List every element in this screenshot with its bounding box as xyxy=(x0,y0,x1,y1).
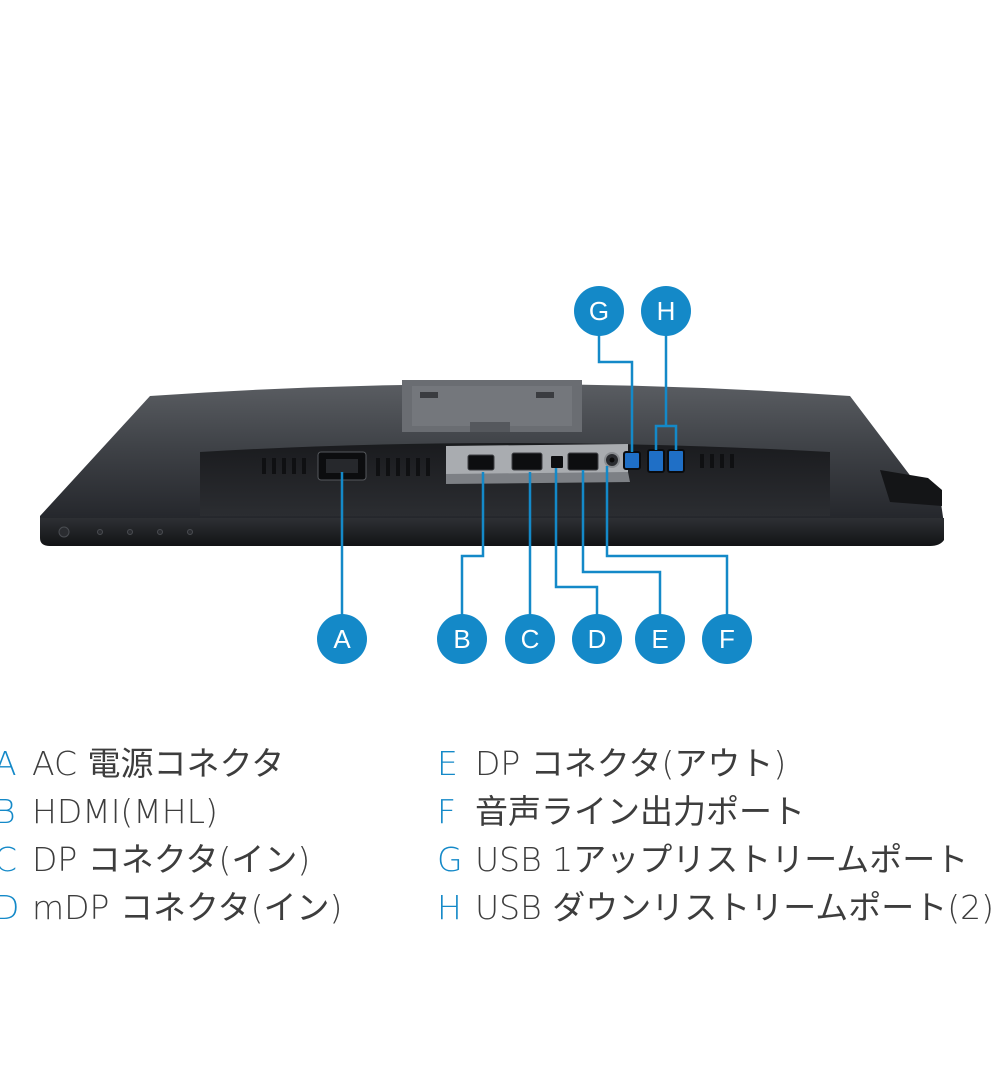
legend-column-right: E DP コネクタ(アウト) F 音声ライン出力ポート G USB 1アップリストリー… xyxy=(437,740,994,932)
leader-lines xyxy=(340,334,729,624)
legend-description: HDMI(MHL) xyxy=(32,792,218,831)
callout-f-label: F xyxy=(719,624,735,654)
callout-f-badge: F xyxy=(702,614,752,664)
legend-letter: D xyxy=(0,888,20,927)
callout-c-badge: C xyxy=(505,614,555,664)
legend-item-c: C DP コネクタ(イン) xyxy=(0,836,342,884)
legend-description: 音声ライン出力ポート xyxy=(475,792,805,831)
legend-letter: F xyxy=(437,792,456,831)
legend-letter: A xyxy=(0,744,17,783)
callout-a-label: A xyxy=(333,624,351,654)
callout-badges: A B C D E F G H xyxy=(317,286,752,664)
legend-item-e: E DP コネクタ(アウト) xyxy=(437,740,994,788)
legend-description: USB 1アップリストリームポート xyxy=(475,840,969,879)
legend-item-f: F 音声ライン出力ポート xyxy=(437,788,994,836)
callout-d-badge: D xyxy=(572,614,622,664)
legend-letter: C xyxy=(0,840,18,879)
callout-b-badge: B xyxy=(437,614,487,664)
callout-b-label: B xyxy=(453,624,470,654)
callout-g-label: G xyxy=(589,296,609,326)
callout-g-badge: G xyxy=(574,286,624,336)
legend-description: USB ダウンリストリームポート(2) xyxy=(475,888,994,927)
legend-description: mDP コネクタ(イン) xyxy=(32,888,343,927)
legend-letter: G xyxy=(437,840,463,879)
legend-letter: H xyxy=(437,888,462,927)
legend-description: DP コネクタ(アウト) xyxy=(475,744,787,783)
callout-c-label: C xyxy=(521,624,540,654)
monitor-body xyxy=(40,380,944,546)
callout-a-badge: A xyxy=(317,614,367,664)
legend-item-a: A AC 電源コネクタ xyxy=(0,740,342,788)
legend-description: AC 電源コネクタ xyxy=(32,744,285,783)
legend-item-h: H USB ダウンリストリームポート(2) xyxy=(437,884,994,932)
callout-h-label: H xyxy=(657,296,676,326)
legend-letter: B xyxy=(0,792,16,831)
callout-e-badge: E xyxy=(635,614,685,664)
callout-h-badge: H xyxy=(641,286,691,336)
legend-item-g: G USB 1アップリストリームポート xyxy=(437,836,994,884)
monitor-port-diagram: A B C D E F G H xyxy=(40,286,944,664)
legend-description: DP コネクタ(イン) xyxy=(32,840,311,879)
callout-e-label: E xyxy=(651,624,668,654)
callout-d-label: D xyxy=(588,624,607,654)
legend-letter: E xyxy=(437,744,458,783)
legend-item-b: B HDMI(MHL) xyxy=(0,788,342,836)
